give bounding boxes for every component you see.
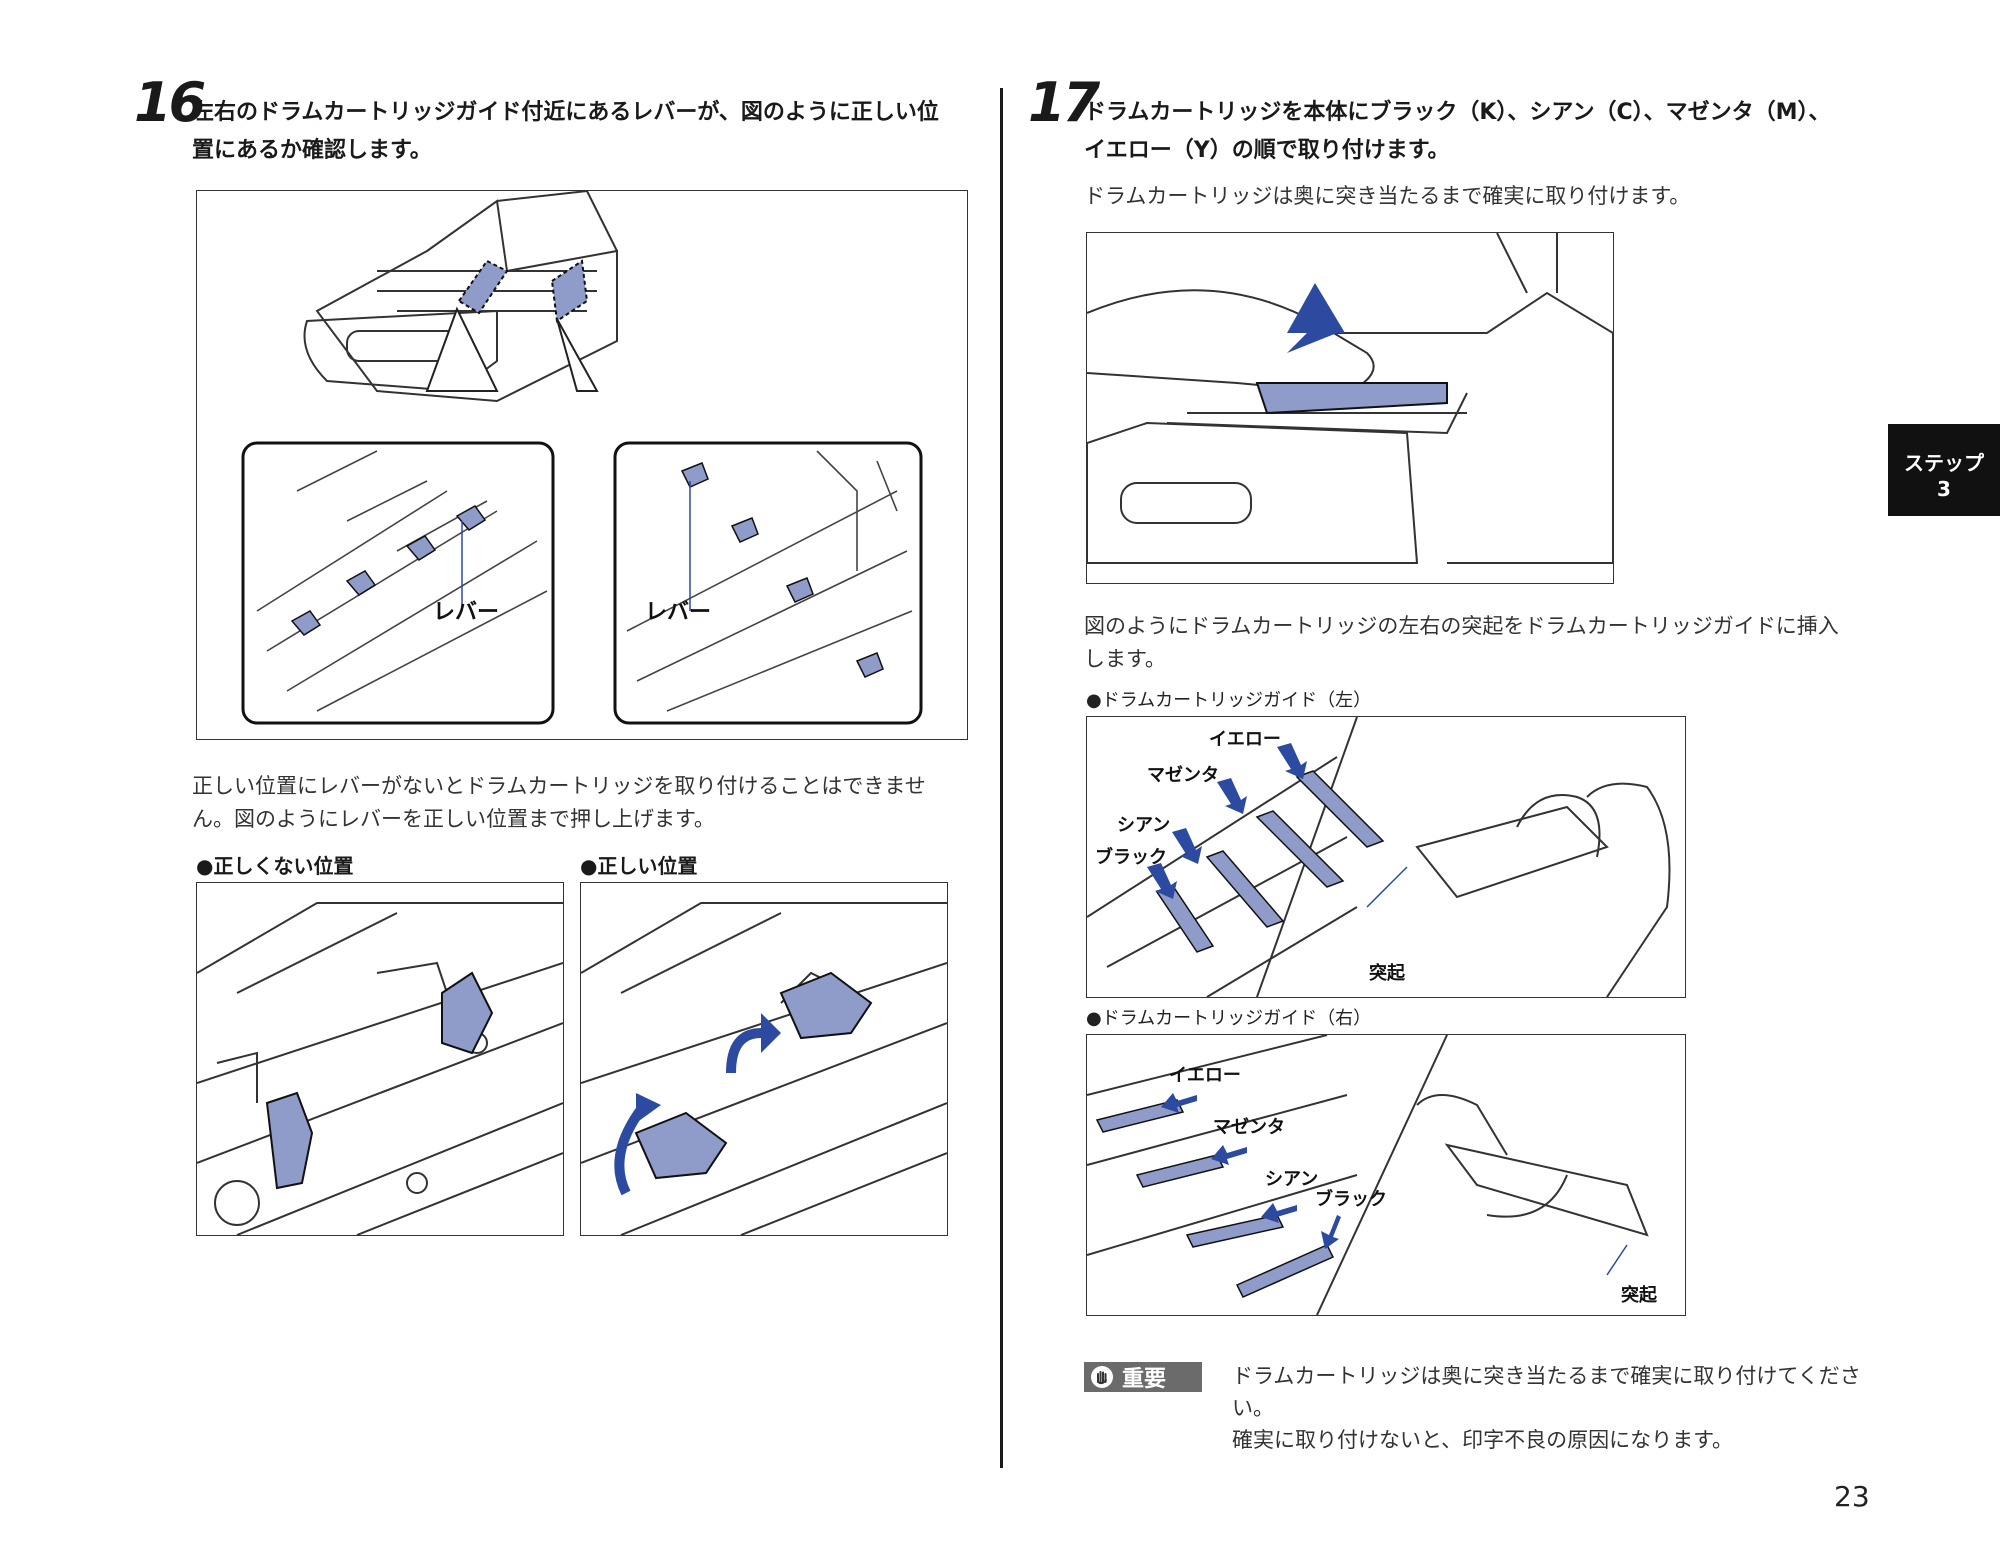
side-tab-number: 3 xyxy=(1937,477,1951,501)
step-number-17: 17 xyxy=(1028,71,1100,134)
lever-label-right: レバー xyxy=(645,600,711,625)
figure-lever-overview: レバー レバー xyxy=(196,190,968,740)
lever-wrong-illustration xyxy=(197,902,563,1235)
guide-right-illustration: イエロー マゼンタ シアン ブラック 突起 xyxy=(1087,1035,1658,1315)
step-16-body-line2: ん。図のようにレバーを正しい位置まで押し上げます。 xyxy=(192,807,715,831)
caption-guide-right: ●ドラムカートリッジガイド（右） xyxy=(1086,1008,1372,1029)
important-badge: 重要 xyxy=(1084,1362,1202,1392)
label-left-protrusion: 突起 xyxy=(1369,962,1406,984)
important-note-line2: 確実に取り付けないと、印字不良の原因になります。 xyxy=(1232,1428,1734,1452)
label-right-yellow: イエロー xyxy=(1169,1065,1241,1086)
figure-wrong-position xyxy=(196,882,564,1236)
step-16-title-line1: 左右のドラムカートリッジガイド付近にあるレバーが、図のように正しい位 xyxy=(192,100,939,125)
page-number: 23 xyxy=(1834,1480,1870,1513)
step-number-16: 16 xyxy=(134,71,206,134)
cartridge-install-illustration xyxy=(1087,233,1613,564)
step-17-body2-line1: 図のようにドラムカートリッジの左右の突起をドラムカートリッジガイドに挿入 xyxy=(1084,614,1839,638)
important-note: ドラムカートリッジは奥に突き当たるまで確実に取り付けてください。 確実に取り付け… xyxy=(1232,1360,1892,1456)
label-left-black: ブラック xyxy=(1095,846,1167,868)
caption-guide-left: ●ドラムカートリッジガイド（左） xyxy=(1086,690,1372,711)
step-17-title-line2: イエロー（Y）の順で取り付けます。 xyxy=(1084,138,1450,163)
step-16-body: 正しい位置にレバーがないとドラムカートリッジを取り付けることはできませ ん。図の… xyxy=(192,770,992,836)
step-17-body1: ドラムカートリッジは奥に突き当たるまで確実に取り付けます。 xyxy=(1084,184,1691,208)
important-badge-label: 重要 xyxy=(1122,1367,1167,1392)
step-16-body-line1: 正しい位置にレバーがないとドラムカートリッジを取り付けることはできませ xyxy=(192,774,926,798)
guide-left-illustration: イエロー マゼンタ シアン ブラック 突起 xyxy=(1087,717,1671,997)
hand-stop-icon xyxy=(1091,1366,1113,1388)
label-left-yellow: イエロー xyxy=(1209,729,1281,750)
figure-install-cartridge xyxy=(1086,232,1614,584)
step-16-title: 左右のドラムカートリッジガイド付近にあるレバーが、図のように正しい位 置にあるか… xyxy=(192,94,992,170)
figure-guide-left: イエロー マゼンタ シアン ブラック 突起 xyxy=(1086,716,1686,998)
label-left-magenta: マゼンタ xyxy=(1147,764,1219,786)
caption-wrong-position: ●正しくない位置 xyxy=(196,854,354,878)
label-left-cyan: シアン xyxy=(1117,815,1170,836)
lever-correct-illustration xyxy=(581,902,947,1235)
side-tab-label: ステップ xyxy=(1904,451,1984,475)
caption-correct-position: ●正しい位置 xyxy=(580,854,698,878)
figure-guide-right: イエロー マゼンタ シアン ブラック 突起 xyxy=(1086,1034,1686,1316)
important-note-line1: ドラムカートリッジは奥に突き当たるまで確実に取り付けてください。 xyxy=(1232,1364,1861,1420)
label-right-black: ブラック xyxy=(1315,1188,1387,1210)
step-17-title-line1: ドラムカートリッジを本体にブラック（K）、シアン（C）、マゼンタ（M）、 xyxy=(1084,100,1831,125)
column-divider xyxy=(1000,88,1003,1468)
step-16-title-line2: 置にあるか確認します。 xyxy=(192,138,432,163)
label-right-cyan: シアン xyxy=(1265,1169,1318,1190)
figure-correct-position xyxy=(580,882,948,1236)
label-right-magenta: マゼンタ xyxy=(1213,1116,1285,1138)
step-17-body2-line2: します。 xyxy=(1084,647,1166,671)
lever-label-left: レバー xyxy=(433,600,499,625)
side-tab-step[interactable]: ステップ 3 xyxy=(1888,424,2000,516)
printer-lever-illustration: レバー レバー xyxy=(241,191,923,725)
label-right-protrusion: 突起 xyxy=(1621,1284,1658,1306)
step-17-body2: 図のようにドラムカートリッジの左右の突起をドラムカートリッジガイドに挿入 します… xyxy=(1084,610,1884,676)
step-17-title: ドラムカートリッジを本体にブラック（K）、シアン（C）、マゼンタ（M）、 イエロ… xyxy=(1084,94,1884,170)
